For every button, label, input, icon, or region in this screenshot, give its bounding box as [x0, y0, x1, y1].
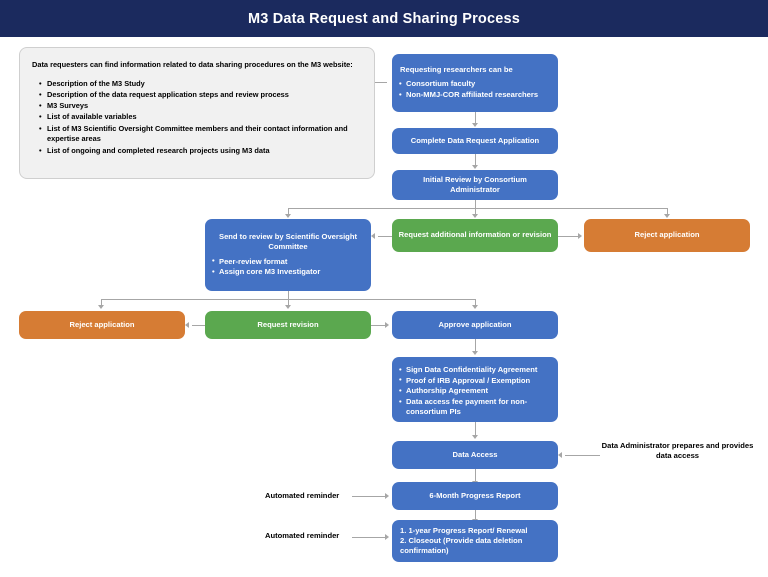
node-request-revision[interactable]: Request revision — [205, 311, 371, 339]
node-title: Initial Review by Consortium Administrat… — [423, 174, 527, 194]
connector-data-access-to-six-month — [475, 469, 476, 482]
connector-requirements-to-data-access — [475, 422, 476, 436]
node-complete-data-request-application[interactable]: Complete Data Request Application — [392, 128, 558, 154]
arrow-down-icon — [664, 214, 670, 218]
arrow-down-icon — [98, 305, 104, 309]
caption-data-administrator: Data Administrator prepares and provides… — [601, 441, 754, 461]
node-title: Data Access — [452, 449, 498, 459]
node-title: Complete Data Request Application — [410, 135, 540, 145]
arrow-left-icon — [185, 322, 189, 328]
list-item: Authorship Agreement — [399, 386, 552, 396]
node-reject-application-top[interactable]: Reject application — [584, 219, 750, 252]
page-header: M3 Data Request and Sharing Process — [0, 0, 768, 37]
connector-reminder2-to-closeout — [352, 537, 385, 538]
arrow-down-icon — [285, 214, 291, 218]
node-request-additional-information[interactable]: Request additional information or revisi… — [392, 219, 558, 252]
list-item: List of M3 Scientific Oversight Committe… — [39, 124, 360, 145]
arrow-right-icon — [578, 233, 582, 239]
node-initial-review[interactable]: Initial Review by Consortium Administrat… — [392, 170, 558, 200]
node-bullet-list: Consortium faculty Non-MMJ-COR affiliate… — [392, 79, 558, 100]
arrow-down-icon — [472, 214, 478, 218]
connector-to-request-additional — [475, 208, 476, 216]
connector-additional-to-reject — [558, 236, 578, 237]
caption-automated-reminder-2: Automated reminder — [265, 531, 340, 540]
connector-reminder1-to-six-month — [352, 496, 385, 497]
connector-info-to-researchers — [375, 82, 387, 83]
connector-initial-review-split — [288, 208, 667, 209]
node-send-to-review-committee[interactable]: Send to review by Scientific Oversight C… — [205, 219, 371, 291]
list-item: Non-MMJ-COR affiliated researchers — [399, 89, 552, 100]
arrow-down-icon — [472, 435, 478, 439]
list-item: Data access fee payment for non-consorti… — [399, 396, 552, 417]
connector-to-approve — [475, 299, 476, 307]
list-item: Assign core M3 Investigator — [212, 267, 365, 277]
caption-automated-reminder-1: Automated reminder — [265, 491, 340, 500]
list-item: Description of the M3 Study — [39, 79, 360, 90]
node-approve-application[interactable]: Approve application — [392, 311, 558, 339]
connector-initial-review-down — [475, 200, 476, 208]
connector-to-send-review — [288, 208, 289, 216]
connector-to-request-revision — [288, 299, 289, 307]
node-title: Request additional information or revisi… — [398, 230, 552, 240]
node-closeout[interactable]: 1. 1-year Progress Report/ Renewal 2. Cl… — [392, 520, 558, 562]
list-item: Proof of IRB Approval / Exemption — [399, 375, 552, 386]
connector-revision-to-approve — [371, 325, 385, 326]
arrow-down-icon — [472, 123, 478, 127]
connector-revision-to-reject — [192, 325, 205, 326]
arrow-down-icon — [285, 305, 291, 309]
node-reject-application-bottom[interactable]: Reject application — [19, 311, 185, 339]
connector-application-to-initial-review — [475, 154, 476, 166]
connector-to-reject-top — [667, 208, 668, 216]
list-item: Consortium faculty — [399, 79, 552, 89]
connector-researchers-to-application — [475, 112, 476, 124]
node-title: Request revision — [257, 319, 319, 329]
list-item: Description of the data request applicat… — [39, 90, 360, 101]
arrow-down-icon — [472, 165, 478, 169]
node-line-2: 2. Closeout (Provide data deletion confi… — [400, 535, 523, 555]
node-access-requirements[interactable]: Sign Data Confidentiality Agreement Proo… — [392, 357, 558, 422]
connector-approve-to-requirements — [475, 339, 476, 352]
node-title: Send to review by Scientific Oversight C… — [219, 232, 357, 252]
list-item: List of ongoing and completed research p… — [39, 146, 360, 157]
info-panel: Data requesters can find information rel… — [19, 47, 375, 179]
arrow-down-icon — [472, 305, 478, 309]
connector-additional-to-send-review — [378, 236, 392, 237]
arrow-right-icon — [385, 493, 389, 499]
node-title: Requesting researchers can be — [400, 65, 513, 75]
list-item: Peer-review format — [212, 256, 365, 267]
arrow-right-icon — [385, 322, 389, 328]
list-item: M3 Surveys — [39, 101, 360, 112]
node-title: Reject application — [69, 319, 135, 329]
arrow-right-icon — [385, 534, 389, 540]
connector-send-review-down — [288, 291, 289, 299]
node-bullet-list: Sign Data Confidentiality Agreement Proo… — [392, 365, 558, 417]
page-title: M3 Data Request and Sharing Process — [247, 10, 521, 27]
arrow-down-icon — [472, 351, 478, 355]
arrow-left-icon — [371, 233, 375, 239]
connector-six-month-to-closeout — [475, 510, 476, 520]
connector-admin-to-data-access — [565, 455, 600, 456]
node-requesting-researchers[interactable]: Requesting researchers can be Consortium… — [392, 54, 558, 112]
connector-to-reject-bottom — [101, 299, 102, 307]
node-data-access[interactable]: Data Access — [392, 441, 558, 469]
info-panel-bullet-list: Description of the M3 Study Description … — [32, 79, 360, 157]
arrow-left-icon — [558, 452, 562, 458]
node-bullet-list: Peer-review format Assign core M3 Invest… — [205, 256, 371, 278]
list-item: Sign Data Confidentiality Agreement — [399, 365, 552, 375]
node-six-month-progress-report[interactable]: 6-Month Progress Report — [392, 482, 558, 510]
node-title: 6-Month Progress Report — [429, 490, 521, 500]
list-item: List of available variables — [39, 112, 360, 123]
node-line-1: 1. 1-year Progress Report/ Renewal — [400, 525, 528, 535]
node-title: Reject application — [634, 230, 700, 240]
node-title: Approve application — [438, 319, 512, 329]
info-panel-intro: Data requesters can find information rel… — [32, 60, 353, 69]
